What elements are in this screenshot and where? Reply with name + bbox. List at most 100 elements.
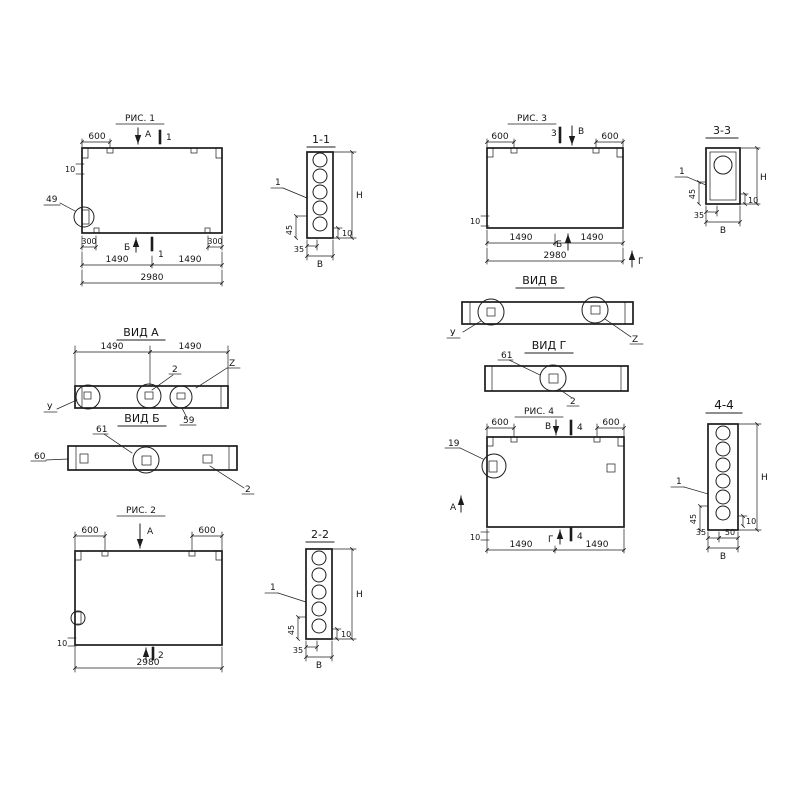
panel-outline-fig3 <box>486 147 624 229</box>
view-v-marker: В <box>578 127 584 137</box>
void-circle <box>713 155 733 175</box>
section-4-4-title: 4-4 <box>714 398 734 412</box>
anchor-notch <box>593 436 601 443</box>
void-circle <box>715 489 731 505</box>
dim-35: 35 <box>696 528 706 537</box>
figure-2: РИС. 2 600 600 А 10 2 2980 <box>57 506 225 673</box>
embed-plate <box>486 307 496 317</box>
figure-1: РИС. 1 А 1 600 10 49 300 <box>43 114 225 287</box>
dim-height-h: Н <box>761 473 768 483</box>
detail-circle <box>581 296 609 324</box>
void-circle <box>312 200 328 216</box>
anchor-notch <box>510 147 518 154</box>
dim-width-b: В <box>316 661 322 671</box>
dim-600-left: 600 <box>491 418 508 428</box>
anchor-notch <box>188 550 196 557</box>
view-b-strip: ВИД Б 61 60 2 <box>30 412 255 495</box>
view-v-title: ВИД В <box>522 274 557 287</box>
void-circle <box>312 216 328 232</box>
dim-width-b: В <box>720 552 726 562</box>
dim-10: 10 <box>470 217 480 226</box>
edge-detail <box>74 611 82 625</box>
dim-1490-right: 1490 <box>581 233 604 243</box>
void-circle <box>311 567 327 583</box>
label-u: У <box>450 329 456 339</box>
cut-label-4-top: 4 <box>577 423 583 433</box>
label-61: 61 <box>96 425 107 435</box>
edge-mark <box>93 227 100 234</box>
detail-circle <box>539 364 567 392</box>
dim-10: 10 <box>65 165 75 174</box>
view-g-marker: Г <box>548 535 554 545</box>
embed-plate <box>606 463 616 473</box>
figure-2-title: РИС. 2 <box>126 506 156 516</box>
embed-plate <box>590 305 601 315</box>
dim-600-right: 600 <box>601 132 618 142</box>
cut-label-1-bottom: 1 <box>158 250 164 260</box>
dim-45: 45 <box>287 625 296 635</box>
dim-1490-right: 1490 <box>179 342 202 352</box>
embed-plate <box>548 373 559 384</box>
dim-1490-left: 1490 <box>101 342 124 352</box>
section-outline <box>705 147 741 205</box>
edge-detail <box>488 460 498 473</box>
dim-height-h: Н <box>356 590 363 600</box>
dim-height-h: Н <box>760 173 767 183</box>
section-1-1: 1-1 1 45 35 В 10 Н <box>270 133 363 270</box>
dim-height-h: Н <box>356 191 363 201</box>
view-v-marker: В <box>545 422 551 432</box>
dim-2980: 2980 <box>141 273 164 283</box>
callout-label-1: 1 <box>676 477 682 487</box>
dim-1490-left: 1490 <box>106 255 129 265</box>
void-circle <box>715 473 731 489</box>
callout-label-1: 1 <box>275 178 281 188</box>
edge-mark <box>204 227 211 234</box>
section-outline <box>707 423 739 531</box>
dim-1490-right: 1490 <box>586 540 609 550</box>
detail-circle <box>75 384 101 410</box>
cut-label-1-top: 1 <box>166 133 172 143</box>
dim-1490-left: 1490 <box>510 233 533 243</box>
dim-1490-left: 1490 <box>510 540 533 550</box>
dim-width-b: В <box>317 260 323 270</box>
section-1-1-title: 1-1 <box>312 133 330 146</box>
dim-300-left: 300 <box>81 237 96 246</box>
dim-45: 45 <box>689 514 698 524</box>
view-a-marker: А <box>147 527 154 537</box>
detail-circle <box>169 385 193 409</box>
dim-35: 35 <box>293 646 303 655</box>
dim-600-left: 600 <box>491 132 508 142</box>
panel-outline-fig4 <box>486 436 625 528</box>
edge-strip <box>74 385 229 409</box>
callout-circle-19 <box>481 453 507 479</box>
label-z: Z <box>632 335 638 345</box>
detail-circle <box>136 383 162 409</box>
dim-600-right: 600 <box>602 418 619 428</box>
void-circle <box>311 584 327 600</box>
dim-2980: 2980 <box>137 658 160 668</box>
view-b-title: ВИД Б <box>124 412 159 425</box>
view-b-marker: Б <box>124 243 130 253</box>
edge-strip <box>461 301 634 325</box>
dim-600: 600 <box>88 132 105 142</box>
anchor-notch <box>190 147 198 154</box>
void-circle <box>715 441 731 457</box>
dim-35: 35 <box>694 211 704 220</box>
detail-circle <box>477 298 505 326</box>
view-a-marker: А <box>145 130 152 140</box>
callout-circle-49 <box>73 206 95 228</box>
dim-45: 45 <box>688 189 697 199</box>
cut-label-3-top: 3 <box>551 129 557 139</box>
section-2-2: 2-2 1 45 35 В 10 Н <box>264 528 363 671</box>
label-61: 61 <box>501 351 512 361</box>
figure-3: РИС. 3 600 600 3 В 10 Б 1490 1490 2980 <box>470 114 644 268</box>
view-a-title: ВИД А <box>123 326 159 339</box>
view-g-strip: ВИД Г 61 2 <box>484 339 629 407</box>
label-60: 60 <box>34 452 46 462</box>
label-2: 2 <box>245 485 251 495</box>
detail-circle <box>70 610 86 626</box>
dim-2980: 2980 <box>544 251 567 261</box>
embed-plate <box>176 392 186 400</box>
embed-plate <box>141 455 152 466</box>
